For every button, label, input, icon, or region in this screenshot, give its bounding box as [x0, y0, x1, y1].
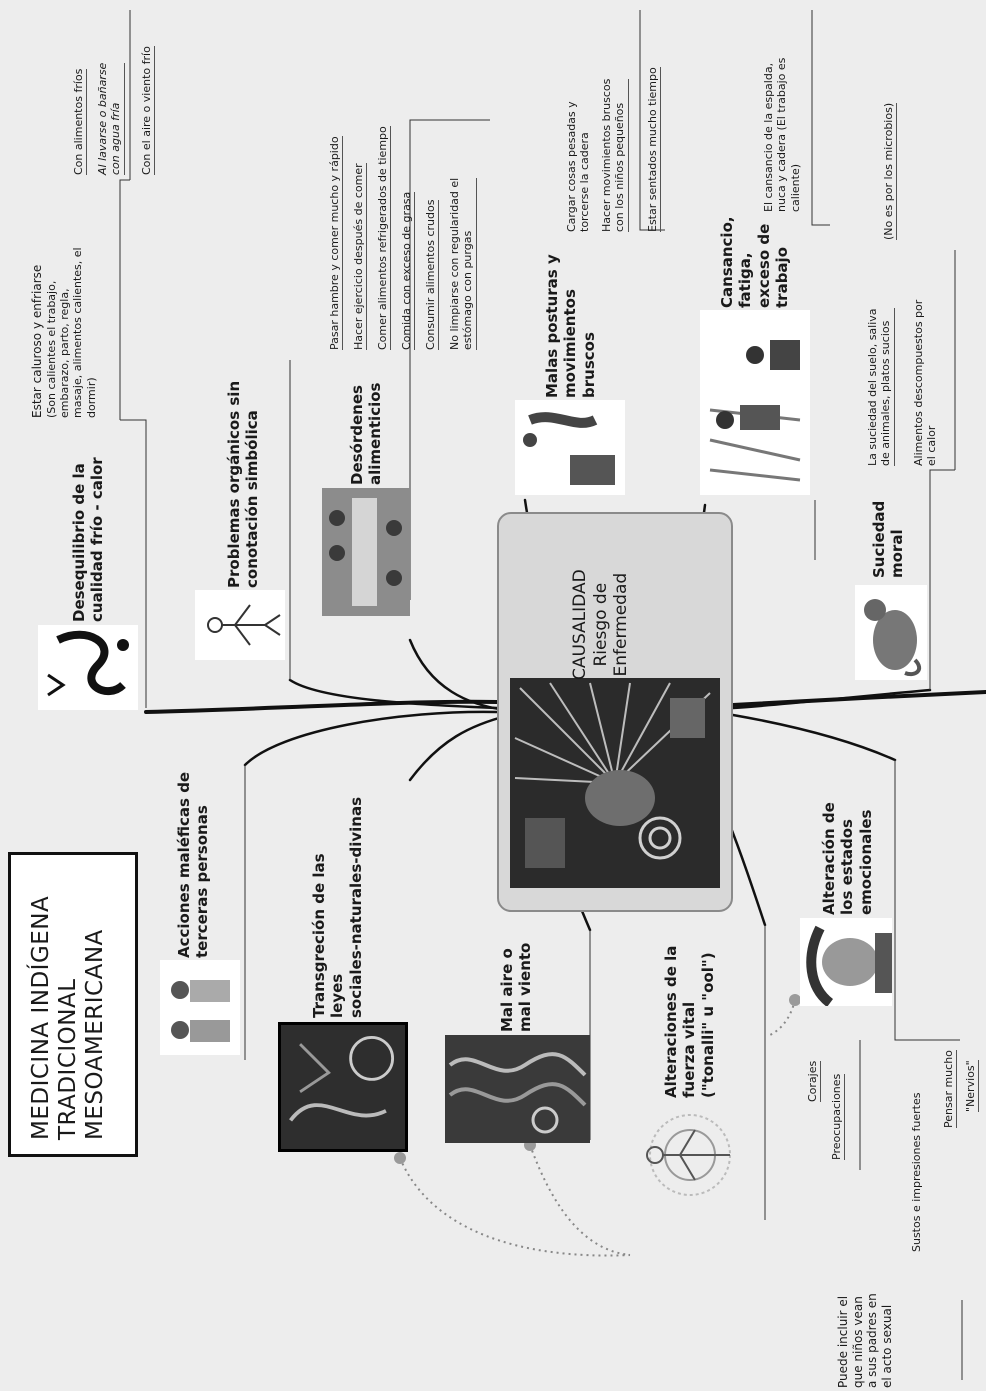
desordenes-item-5: Consumir alimentos crudos — [424, 199, 440, 350]
title-box — [8, 852, 138, 1157]
healer-figures-image — [160, 960, 240, 1055]
dotted-link-malaire — [529, 1144, 631, 1256]
branch-transgrecion-label: Transgreción de las leyes sociales-natur… — [310, 796, 365, 1018]
malas-item-1: Cargar cosas pesadas y torcerse la cader… — [565, 101, 592, 232]
desequilibrio-item-3: Con el aire o viento frío — [140, 46, 156, 175]
branch-alteraciones-label: Alteraciones de la fuerza vital ("tonall… — [662, 945, 717, 1098]
cat-image — [855, 585, 927, 680]
cansancio-detail: El cansancio de la espalda, nuca y cader… — [762, 57, 802, 212]
branch-desordenes-label: Desórdenes alimenticios — [348, 382, 385, 485]
branch-suciedad-label: Suciedad moral — [870, 500, 907, 578]
dotted-link-emocionales — [769, 999, 796, 1036]
suciedad-item-1: La suciedad del suelo, saliva de animale… — [866, 308, 895, 466]
branch-line-transgrecion — [408, 713, 512, 782]
branch-emocionales-label: Alteración de los estados emocionales — [820, 802, 875, 915]
emocionales-item-sustos: Sustos e impresiones fuertes — [910, 1092, 923, 1252]
emocionales-item-corajes: Corajes — [806, 1060, 822, 1102]
huichol-art-malaire-image — [445, 1035, 590, 1143]
desordenes-item-6: No limpiarse con regularidad el estómago… — [448, 177, 477, 350]
main-trunk-right-line — [731, 690, 986, 707]
huichol-art-transgrecion-image — [278, 1022, 408, 1152]
branch-cansancio-label: Cansancio, fatiga, exceso de trabajo — [718, 216, 791, 308]
emocionales-item-preocupaciones: Preocupaciones — [830, 1073, 846, 1160]
woman-lifting-image — [515, 400, 625, 495]
center-label: CAUSALIDAD Riesgo de Enfermedad — [570, 569, 632, 680]
crying-woman-image — [800, 918, 892, 1006]
branch-line-emocionales — [731, 713, 897, 762]
dotted-link-transgrecion — [399, 1157, 631, 1257]
branch-problemas-label: Problemas orgánicos sin conotación simbó… — [225, 380, 262, 588]
branch-line-acciones — [243, 710, 499, 767]
suciedad-top-note: (No es por los microbios) — [882, 102, 898, 240]
people-eating-photo — [322, 488, 410, 616]
branch-acciones-label: Acciones maléficas de terceras personas — [175, 771, 212, 958]
emocionales-item-nervios: "Nervios" — [964, 1060, 980, 1112]
desordenes-item-2: Hacer ejercicio después de comer — [352, 163, 368, 350]
suciedad-item-2: Alimentos descompuestos por el calor — [912, 299, 939, 466]
tonalli-body-image — [620, 1100, 760, 1210]
desequilibrio-item-2: Al lavarse o bañarse con agua fría — [96, 62, 125, 175]
malas-item-3: Estar sentados mucho tiempo — [646, 67, 662, 232]
branch-line-suciedad — [731, 688, 932, 710]
main-title: MEDICINA INDÍGENA TRADICIONAL MESOAMERIC… — [28, 895, 109, 1140]
branch-desequilibrio-label: Desequilibrio de la cualidad frío - calo… — [70, 457, 107, 622]
body-figure-image — [195, 590, 285, 660]
desequilibrio-detail: Estar caluroso y enfriarse (Son caliente… — [30, 247, 98, 418]
desordenes-item-1: Pasar hambre y comer mucho y rápido — [328, 136, 344, 350]
desequilibrio-item-1: Con alimentos fríos — [72, 68, 88, 175]
emocionales-item-pensar: Pensar mucho — [942, 1050, 958, 1128]
desordenes-item-3: Comer alimentos refrigerados de tiempo — [376, 126, 392, 350]
huichol-yarn-art-image — [510, 678, 720, 888]
malas-item-2: Hacer movimientos bruscos con los niños … — [600, 78, 629, 232]
branch-malaire-label: Mal aire o mal viento — [498, 942, 535, 1032]
sexual-note: Puede incluir el que niños vean a sus pa… — [836, 1293, 894, 1388]
farmworkers-image — [700, 310, 810, 495]
branch-line-desordenes — [408, 638, 507, 712]
cold-heat-symbol-image — [38, 625, 138, 710]
desordenes-item-4: Comida con exceso de grasa — [400, 191, 416, 350]
branch-malas-label: Malas posturas y movimientos bruscos — [543, 254, 598, 398]
main-trunk-line — [144, 699, 499, 714]
branch-line-problemas — [288, 678, 499, 710]
